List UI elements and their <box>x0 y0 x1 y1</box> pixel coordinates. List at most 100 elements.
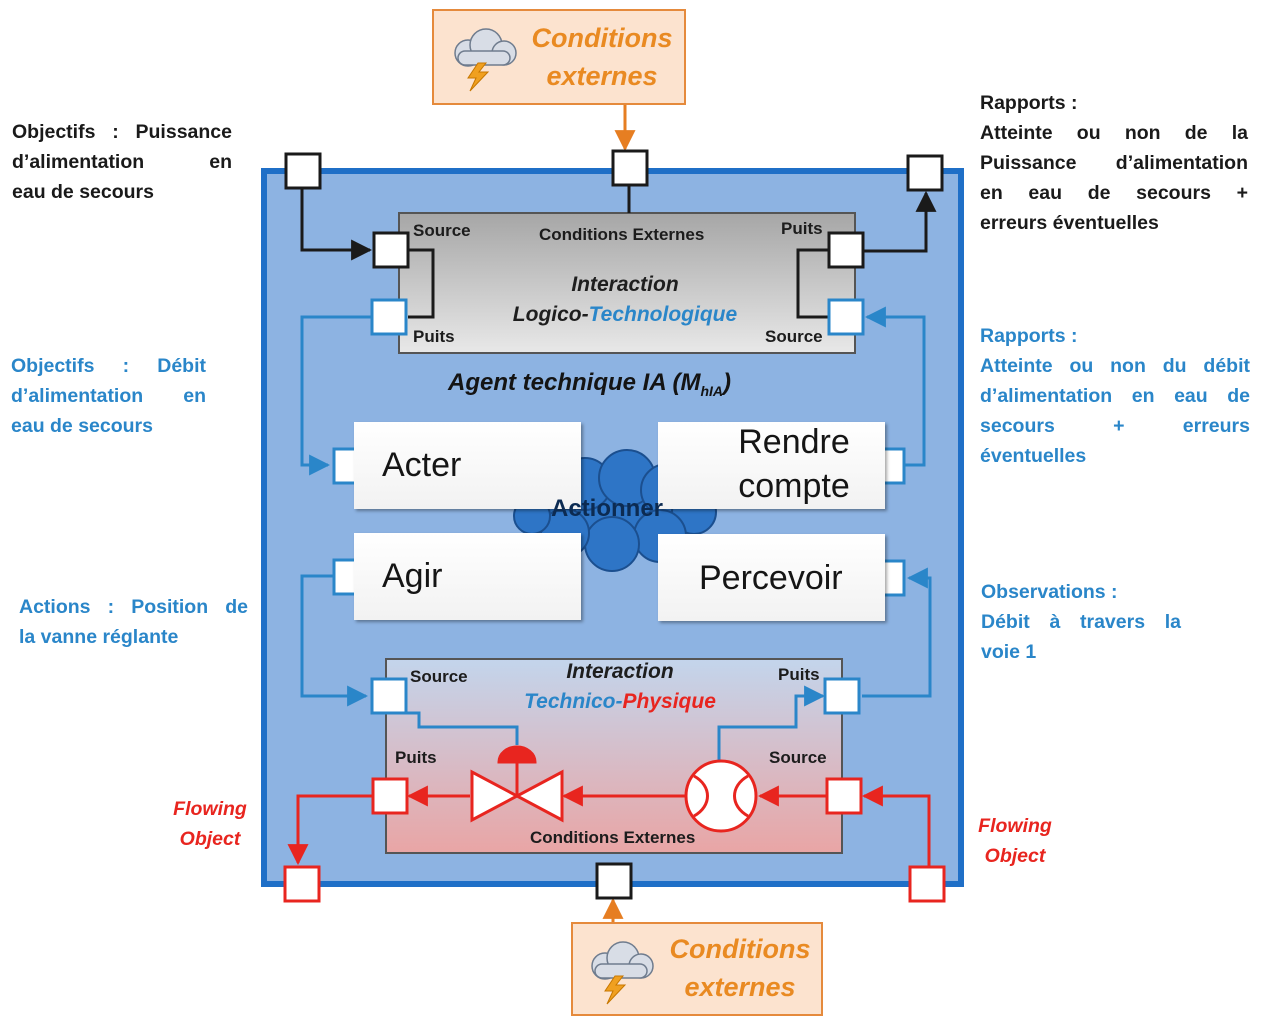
port-logico-source-left <box>372 231 410 269</box>
observations-line3: voie 1 <box>981 641 1037 663</box>
objectifs-debit-line3: eau de secours <box>11 415 153 437</box>
port-objective-power <box>284 152 322 190</box>
rendre-compte-box <box>658 422 885 509</box>
rendre-line1: Rendre <box>738 423 850 461</box>
port-external-top <box>611 149 649 187</box>
flowing-left-line1: Flowing <box>173 798 247 820</box>
logico-title-part2: Technologique <box>588 303 738 326</box>
objectifs-puissance-line3: eau de secours <box>12 181 154 203</box>
storm-cloud-icon <box>454 28 517 92</box>
port-flowing-in <box>908 865 946 903</box>
rapports-debit-line3: d’alimentation en eau de <box>980 385 1250 407</box>
external-conditions-bottom: Conditions externes <box>571 922 823 1016</box>
port-flowing-out <box>283 865 321 903</box>
logico-source-left-label: Source <box>413 221 471 240</box>
annotation-objectifs-debit: Objectifs : Débit d’alimentation en eau … <box>11 351 206 441</box>
flow-sensor-icon <box>684 759 758 833</box>
technico-interaction-box <box>385 658 843 854</box>
objectifs-debit-line2: d’alimentation en <box>11 385 206 407</box>
port-logico-source-right <box>827 298 865 336</box>
port-report-power <box>906 154 944 192</box>
logico-puits-right-label: Puits <box>781 219 823 238</box>
annotation-rapports-puissance: Rapports : Atteinte ou non de la Puissan… <box>980 88 1248 238</box>
technico-source-bottom-label: Source <box>769 748 827 767</box>
external-bottom-label: Conditions externes <box>669 934 811 1002</box>
logico-external-label: Conditions Externes <box>539 225 705 244</box>
logico-title-line2: Logico-Technologique <box>470 300 780 330</box>
objectifs-puissance-line2: d’alimentation en <box>12 151 232 173</box>
control-valve-icon <box>470 745 564 823</box>
rapports-top-line1: Rapports : <box>980 92 1078 114</box>
rendre-compte-label: Rendre compte <box>724 420 864 508</box>
report-power-arrow <box>862 190 937 253</box>
technico-external-label: Conditions Externes <box>530 828 696 847</box>
flow-in-arrow <box>861 785 931 867</box>
rapports-debit-line4: secours + erreurs <box>980 415 1250 437</box>
port-external-bottom <box>595 862 633 900</box>
objectifs-puissance-line1: Objectifs : Puissance <box>12 121 232 143</box>
observation-flow-arrow <box>862 567 932 698</box>
technico-title-part2: Physique <box>622 690 716 713</box>
valve-control-line <box>406 711 519 745</box>
storm-cloud-icon <box>591 941 654 1005</box>
port-technico-source-bottom <box>825 777 863 815</box>
technico-title-part1: Technico- <box>524 690 623 713</box>
acter-label: Acter <box>382 446 462 484</box>
annotation-objectifs-puissance: Objectifs : Puissance d’alimentation en … <box>12 117 232 207</box>
source-to-puits-loop-right <box>796 248 829 319</box>
technico-puits-bottom-label: Puits <box>395 748 437 767</box>
annotation-actions: Actions : Position de la vanne réglante <box>19 592 248 652</box>
logico-title: Interaction Logico-Technologique <box>470 270 780 330</box>
rapports-top-line4: en eau de secours + <box>980 182 1248 204</box>
port-logico-puits-left <box>370 298 408 336</box>
action-flow-arrow <box>300 574 369 707</box>
agir-box <box>354 533 581 620</box>
objectifs-debit-line1: Objectifs : Débit <box>11 355 206 377</box>
logico-title-part1: Logico- <box>512 303 589 326</box>
port-technico-puits-top <box>823 677 861 715</box>
logico-interaction-box <box>398 212 856 354</box>
port-logico-puits-right <box>827 231 865 269</box>
logico-title-line1: Interaction <box>571 273 679 296</box>
agent-title-subscript: hIA <box>700 382 723 399</box>
flowing-right-line1: Flowing <box>978 815 1052 837</box>
objective-power-arrow <box>300 188 373 261</box>
agir-label: Agir <box>382 557 443 595</box>
actions-line2: la vanne réglante <box>19 626 179 648</box>
source-to-puits-loop-left <box>408 248 435 319</box>
annotation-observations: Observations : Débit à travers la voie 1 <box>981 577 1181 667</box>
actions-line1: Actions : Position de <box>19 596 248 618</box>
rendre-line2: compte <box>738 467 850 505</box>
observations-line1: Observations : <box>981 581 1118 603</box>
acter-box <box>354 422 581 509</box>
flowing-right-line2: Object <box>984 845 1046 867</box>
rapports-top-line5: erreurs éventuelles <box>980 212 1159 234</box>
technico-title: Interaction Technico-Physique <box>460 657 780 717</box>
technico-puits-top-label: Puits <box>778 665 820 684</box>
flowing-left-line2: Object <box>179 828 241 850</box>
technico-title-line1: Interaction <box>566 660 674 683</box>
port-technico-puits-bottom <box>371 777 409 815</box>
objective-flow-arrow <box>300 315 372 476</box>
sensor-signal-line <box>717 685 826 762</box>
external-top-label: Conditions externes <box>531 23 673 91</box>
technico-title-line2: Technico-Physique <box>460 687 780 717</box>
logico-source-right-label: Source <box>765 327 823 346</box>
percevoir-box <box>658 534 885 621</box>
actionner-label: Actionner <box>551 495 664 522</box>
observations-line2: Débit à travers la <box>981 611 1181 633</box>
rapports-debit-line1: Rapports : <box>980 325 1078 347</box>
logico-puits-left-label: Puits <box>413 327 455 346</box>
rapports-top-line2: Atteinte ou non de la <box>980 122 1248 144</box>
rapports-debit-line5: éventuelles <box>980 445 1087 467</box>
annotation-rapports-debit: Rapports : Atteinte ou non du débit d’al… <box>980 321 1250 471</box>
agent-title-suffix: ) <box>723 369 731 396</box>
annotation-flowing-left: Flowing Object <box>158 794 262 854</box>
percevoir-label: Percevoir <box>699 559 843 597</box>
external-conditions-top: Conditions externes <box>432 9 686 105</box>
rapports-debit-line2: Atteinte ou non du débit <box>980 355 1250 377</box>
rapports-top-line3: Puissance d’alimentation <box>980 152 1248 174</box>
annotation-flowing-right: Flowing Object <box>963 811 1067 871</box>
flow-out-arrow <box>287 794 373 866</box>
port-technico-source-top <box>370 677 408 715</box>
